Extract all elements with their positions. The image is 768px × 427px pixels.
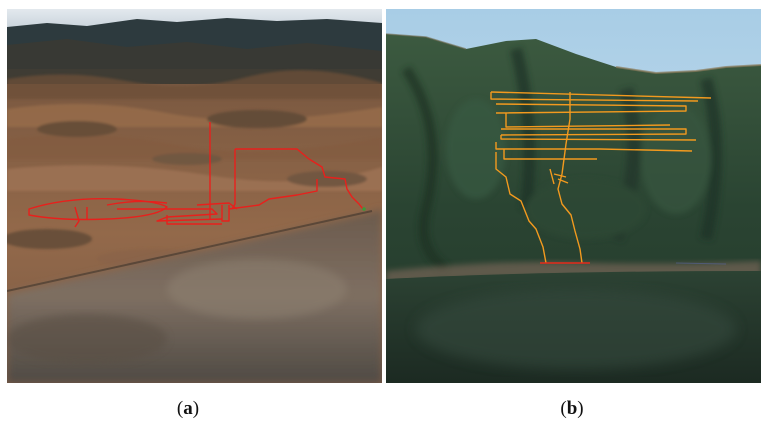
flight-track-b (490, 91, 712, 264)
terrain-image-a (7, 9, 382, 383)
terrain-render-b (386, 9, 761, 383)
flight-track-a (28, 122, 364, 228)
caption-a: (a) (176, 398, 200, 419)
caption-b: (b) (560, 398, 584, 419)
terrain-image-b (386, 9, 761, 383)
terrain-render-a (7, 9, 382, 383)
